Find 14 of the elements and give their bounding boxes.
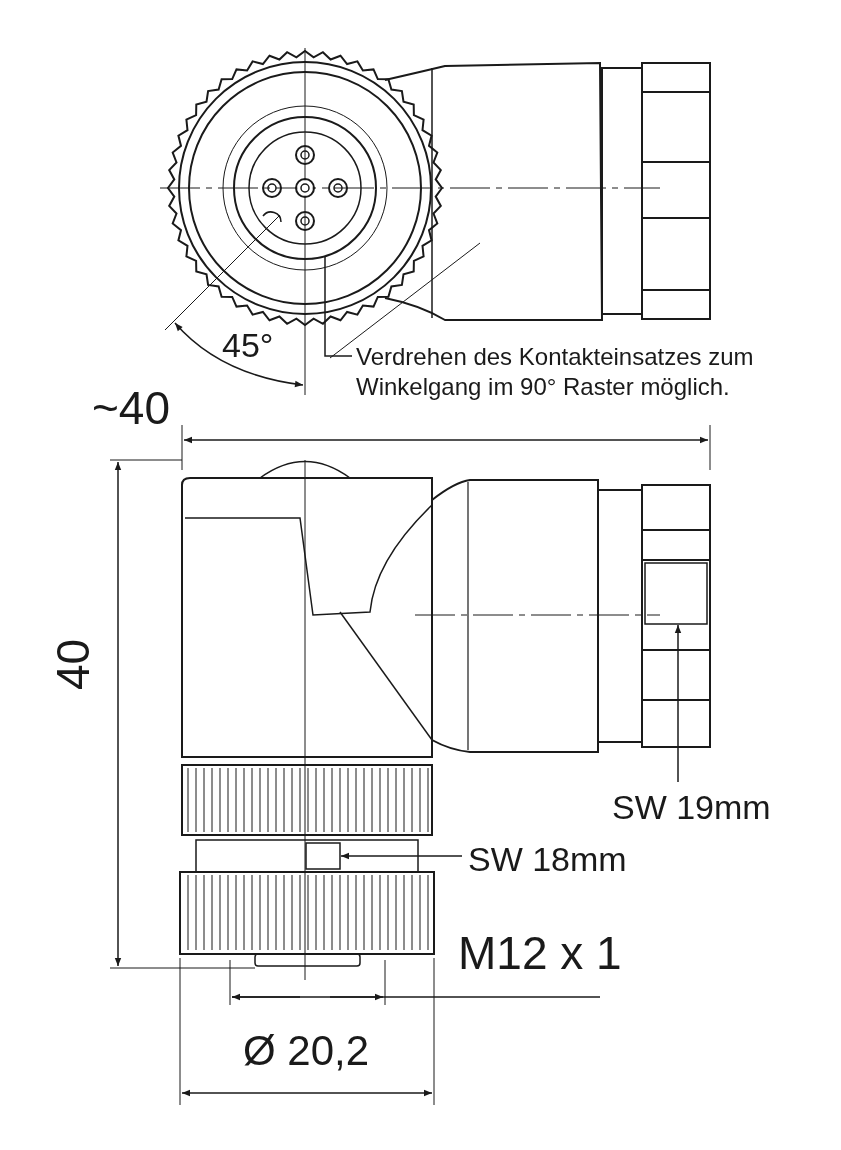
leader-line xyxy=(324,256,353,357)
contact-insert xyxy=(233,116,377,260)
dimension-label: SW 19mm xyxy=(612,786,802,829)
arrow xyxy=(674,624,682,783)
hex-nut-face xyxy=(305,842,341,870)
angle-label: 45° xyxy=(222,328,274,362)
dimension-label: M12 x 1 xyxy=(458,930,622,976)
dimension-label: Ø 20,2 xyxy=(243,1030,370,1072)
note-text: Verdrehen des Kontakteinsatzes zum Winkelgang im 90° Raster möglich. xyxy=(356,342,796,402)
dimension-label: ~40 xyxy=(92,385,171,431)
arrow xyxy=(340,852,463,860)
dimension-label: SW 18mm xyxy=(468,838,628,881)
hex-nut-face xyxy=(644,562,708,625)
dimension-label: 40 xyxy=(50,638,96,690)
